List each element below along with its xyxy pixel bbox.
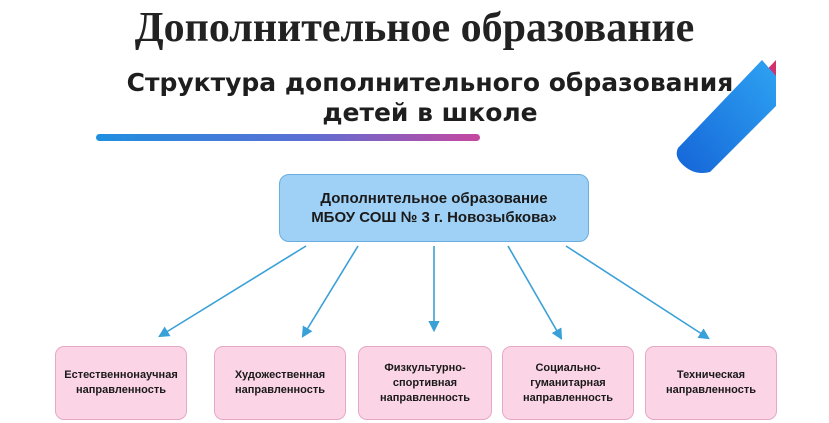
- page-title: Дополнительное образование: [134, 5, 695, 51]
- branch-label-line: направленность: [235, 384, 325, 396]
- arrow-to-branch-2: [301, 245, 359, 338]
- branch-social-humanitarian: Социально- гуманитарная направленность: [502, 346, 634, 420]
- central-node-line-1: Дополнительное образование: [320, 190, 548, 207]
- slide-subtitle-line-1: Структура дополнительного образования: [126, 68, 734, 97]
- branch-label-line: Техническая: [676, 369, 746, 381]
- branch-physical-sport: Физкультурно- спортивная направленность: [358, 346, 492, 420]
- slide-subtitle-line-2: детей в школе: [322, 98, 538, 127]
- branch-label-line: спортивная: [392, 376, 458, 389]
- central-node: Дополнительное образование МБОУ СОШ № 3 …: [279, 174, 589, 242]
- branch-label-line: Социально-: [535, 361, 601, 374]
- accent-gradient-line: [96, 134, 480, 141]
- branch-label-line: направленность: [666, 384, 756, 396]
- branch-label-line: Естественнонаучная: [64, 369, 178, 381]
- branch-natural-science: Естественнонаучная направленность: [55, 346, 187, 420]
- central-node-line-2: МБОУ СОШ № 3 г. Новозыбкова»: [311, 209, 557, 226]
- blue-stripe-shape: [676, 60, 776, 173]
- branch-label-line: Физкультурно-: [384, 361, 466, 374]
- arrow-to-branch-5: [565, 245, 710, 340]
- branch-label-line: Художественная: [234, 369, 326, 381]
- branch-technical: Техническая направленность: [645, 346, 777, 420]
- arrow-to-branch-1: [158, 245, 307, 338]
- branch-label-line: направленность: [380, 391, 470, 404]
- branch-artistic: Художественная направленность: [214, 346, 346, 420]
- branch-label-line: направленность: [523, 391, 613, 404]
- arrow-to-branch-4: [507, 245, 563, 340]
- branch-label-line: гуманитарная: [530, 376, 606, 389]
- branch-label-line: направленность: [76, 384, 166, 396]
